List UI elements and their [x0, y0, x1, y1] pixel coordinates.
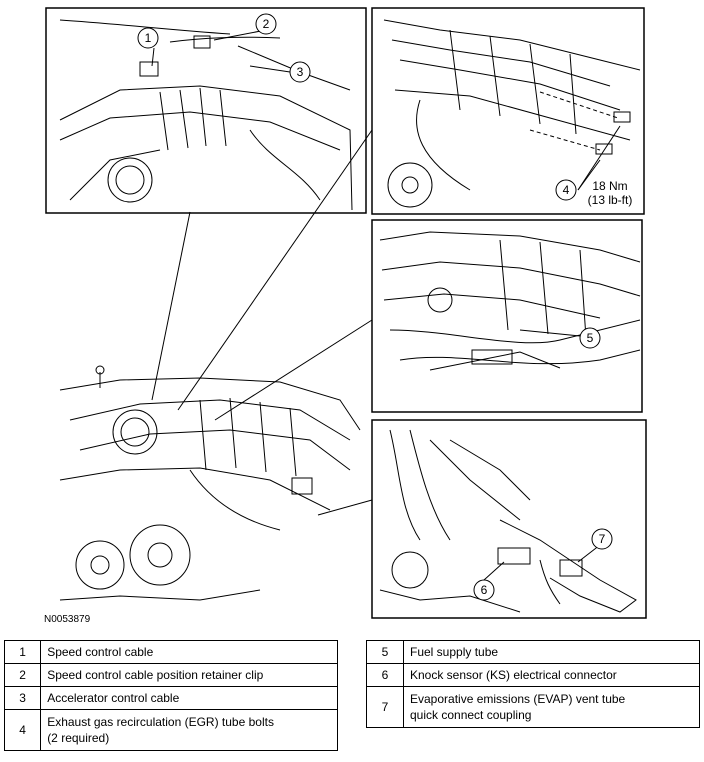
- throttle-body-illustration: [59, 19, 353, 211]
- legend-number: 2: [3, 663, 42, 687]
- inset-panel-top-left: [45, 7, 367, 214]
- legend-description-line: (2 required): [47, 731, 110, 745]
- legend-row: 6 Knock sensor (KS) electrical connector: [366, 663, 700, 687]
- egr-tube-illustration: [383, 19, 641, 208]
- legend-description-line: Evaporative emissions (EVAP) vent tube: [410, 692, 626, 706]
- legend-description: Accelerator control cable: [40, 686, 338, 710]
- legend-description: Speed control cable: [40, 640, 338, 664]
- legend-description: Fuel supply tube: [403, 640, 700, 664]
- figure-id: N0053879: [44, 614, 91, 625]
- fuel-tube-illustration: [379, 231, 641, 371]
- callout-2-label: 2: [263, 17, 270, 31]
- leader-line: [177, 129, 373, 411]
- callout-circle-5: [579, 327, 601, 349]
- callout-1-label: 1: [145, 31, 152, 45]
- leader-line: [151, 211, 191, 401]
- inset-panel-bottom-right: [371, 419, 647, 619]
- legend-row: 2 Speed control cable position retainer …: [3, 663, 338, 687]
- callout-5-label: 5: [587, 331, 594, 345]
- knock-sensor-illustration: [379, 429, 637, 613]
- legend-row: 3 Accelerator control cable: [3, 686, 338, 710]
- inset-panel-middle-right: [371, 219, 643, 413]
- callout-circle-4: [555, 179, 577, 201]
- legend-row: 5 Fuel supply tube: [366, 640, 700, 664]
- engine-diagram: 1 2 3 4 5 6 7 18 Nm (13 lb-ft): [45, 7, 647, 619]
- legend-number: 1: [3, 640, 42, 664]
- legend-number: 5: [366, 640, 404, 664]
- callout-circle-2: [255, 13, 277, 35]
- torque-nm-label: 18 Nm: [592, 179, 627, 193]
- callout-4-label: 4: [563, 183, 570, 197]
- legend-number: 6: [366, 663, 404, 687]
- callout-3-label: 3: [297, 65, 304, 79]
- callout-circle-7: [591, 528, 613, 550]
- main-engine-illustration: [59, 365, 361, 601]
- legend-description: Speed control cable position retainer cl…: [40, 663, 338, 687]
- inset-panel-top-right: [371, 7, 645, 215]
- leader-line: [214, 319, 373, 421]
- legend-number: 3: [3, 686, 42, 710]
- callout-circle-6: [473, 579, 495, 601]
- leader-line: [317, 499, 373, 516]
- callout-circle-1: [137, 27, 159, 49]
- callout-6-label: 6: [481, 583, 488, 597]
- callout-circle-3: [289, 61, 311, 83]
- legend-number: 4: [3, 709, 42, 751]
- legend-description-line: quick connect coupling: [410, 708, 532, 722]
- legend-row: 4 Exhaust gas recirculation (EGR) tube b…: [3, 709, 338, 751]
- torque-lbft-label: (13 lb-ft): [588, 193, 633, 207]
- callout-7-label: 7: [599, 532, 606, 546]
- legend-description-line: Exhaust gas recirculation (EGR) tube bol…: [47, 715, 274, 729]
- legend-table-right: 5 Fuel supply tube 6 Knock sensor (KS) e…: [366, 640, 700, 728]
- legend-number: 7: [366, 686, 404, 728]
- legend-description: Evaporative emissions (EVAP) vent tube q…: [403, 686, 700, 728]
- legend-table-left: 1 Speed control cable 2 Speed control ca…: [3, 640, 338, 751]
- legend-row: 7 Evaporative emissions (EVAP) vent tube…: [366, 686, 700, 728]
- legend-description: Exhaust gas recirculation (EGR) tube bol…: [40, 709, 338, 751]
- legend-description: Knock sensor (KS) electrical connector: [403, 663, 700, 687]
- legend-row: 1 Speed control cable: [3, 640, 338, 664]
